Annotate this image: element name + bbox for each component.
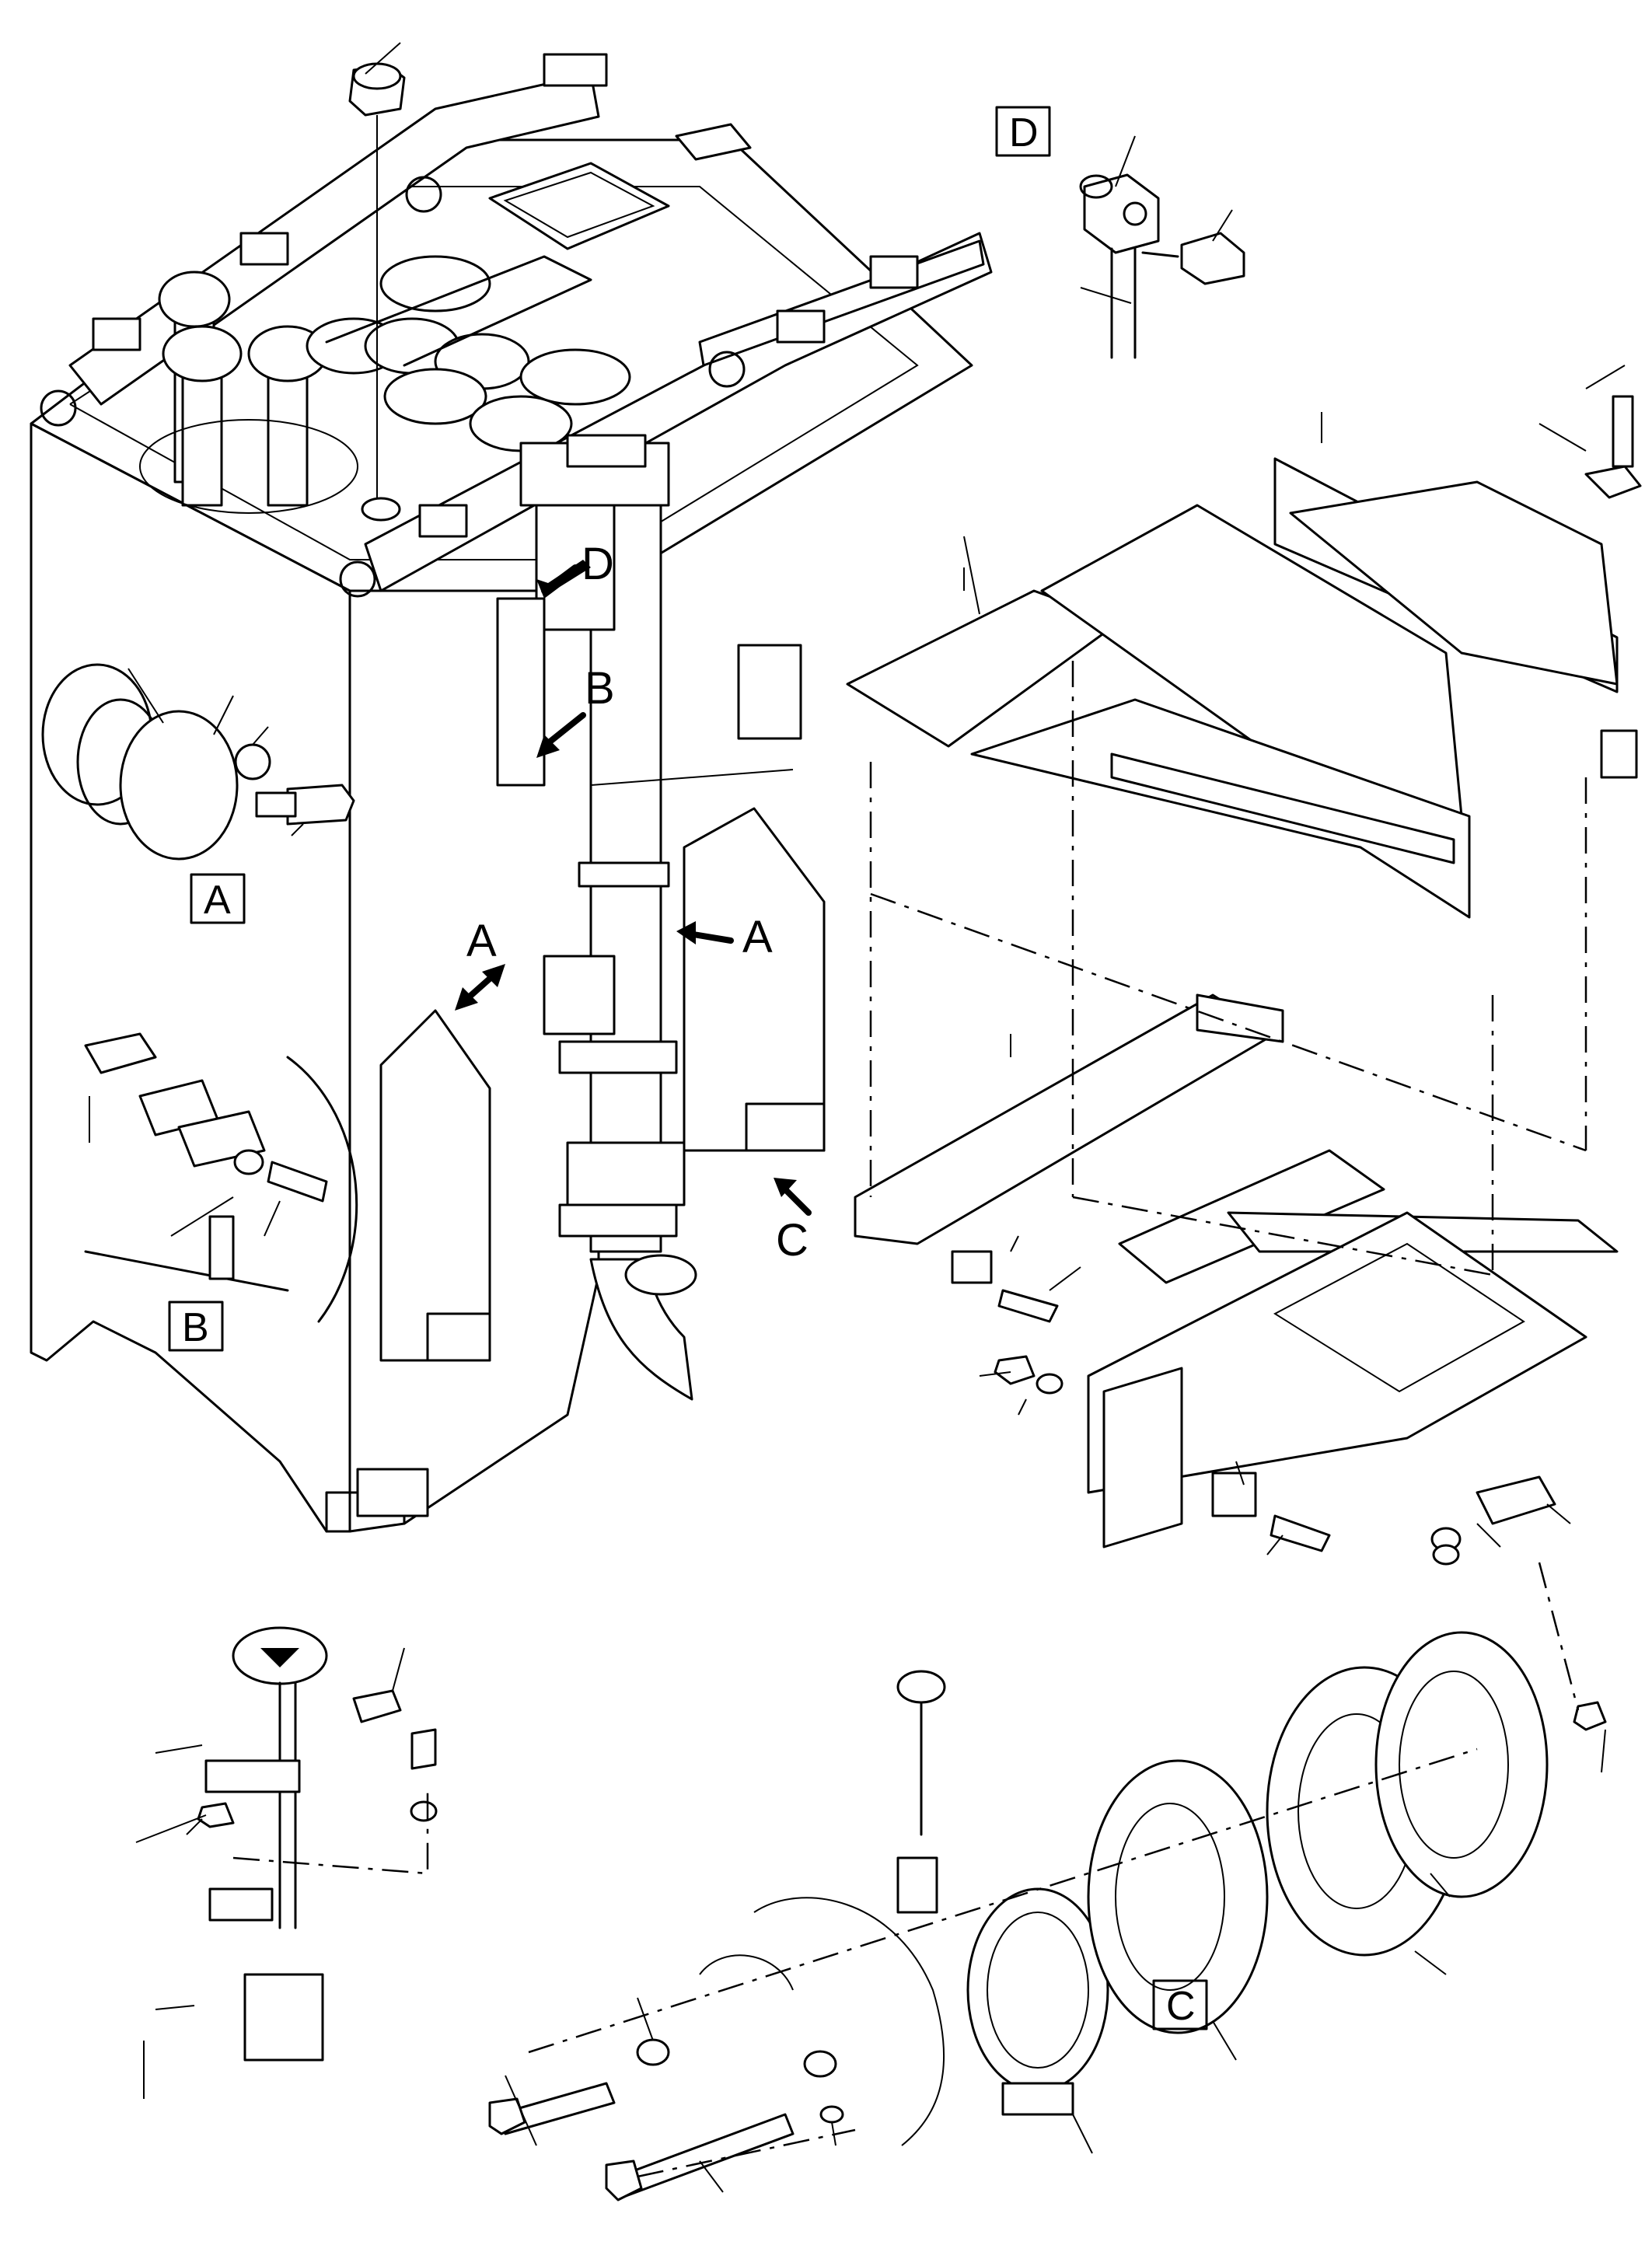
view-box-c: C xyxy=(1152,1979,1208,2030)
view-label-b: B xyxy=(182,1305,209,1350)
view-box-d: D xyxy=(995,106,1051,157)
valve-handwheel-assembly xyxy=(155,1626,438,2062)
view-c-flange-assembly xyxy=(488,1544,1607,2201)
pointer-label-a-left: A xyxy=(466,916,497,966)
view-label-c: C xyxy=(1166,1984,1196,2029)
pointer-label-c: C xyxy=(776,1215,809,1266)
pointer-label-b: B xyxy=(585,663,615,714)
guard-covers xyxy=(356,807,826,1517)
view-d-detail xyxy=(1079,173,1245,359)
view-box-b: B xyxy=(168,1301,224,1352)
pointer-label-a-right: A xyxy=(742,912,773,962)
view-box-a: A xyxy=(190,873,246,924)
floor-gratings xyxy=(846,395,1642,919)
riser-pipe xyxy=(496,434,802,1401)
view-label-a: A xyxy=(204,878,231,923)
leader-lines xyxy=(89,42,1626,2193)
top-hatch xyxy=(488,123,752,250)
pointer-label-d: D xyxy=(582,539,614,589)
side-cover-parts xyxy=(41,663,355,861)
assembly-lines xyxy=(528,661,1587,2178)
view-label-d: D xyxy=(1009,110,1039,155)
pipe-clamp-parts xyxy=(84,1032,358,1323)
bracket-hardware xyxy=(951,1250,1556,1552)
support-bracket xyxy=(854,993,1619,1548)
pointer-arrows xyxy=(455,560,812,1216)
